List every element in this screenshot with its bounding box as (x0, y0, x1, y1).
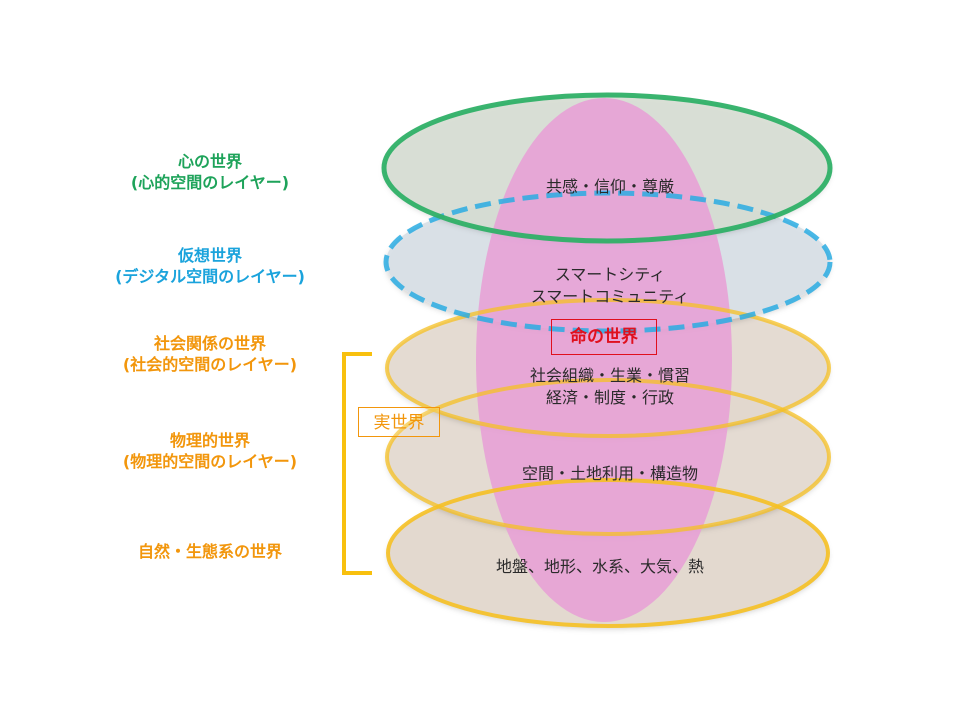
layer-text-line: 地盤、地形、水系、大気、熱 (495, 557, 704, 576)
side-label-physical-subtitle: (物理的空間のレイヤー) (122, 452, 298, 471)
side-label-virtual-subtitle: (デジタル空間のレイヤー) (115, 267, 305, 286)
side-label-mind-title: 心の世界 (177, 152, 242, 171)
side-label-nature-title: 自然・生態系の世界 (137, 542, 282, 561)
side-label-physical: 物理的世界 (物理的空間のレイヤー) (90, 430, 330, 472)
layer-text-line: スマートコミュニティ (530, 287, 690, 306)
life-world-ellipse (476, 98, 732, 622)
mind-layer-outline (381, 92, 833, 244)
side-label-social-subtitle: (社会的空間のレイヤー) (122, 355, 298, 374)
layer-text-virtual: スマートシティ スマートコミュニティ (450, 264, 770, 308)
side-label-mind: 心の世界 (心的空間のレイヤー) (90, 151, 330, 193)
social-layer-outline (385, 298, 831, 438)
physical-layer-outline (385, 378, 831, 536)
side-label-nature: 自然・生態系の世界 (90, 541, 330, 562)
layer-text-nature: 地盤、地形、水系、大気、熱 (430, 556, 770, 578)
layer-text-social: 社会組織・生業・慣習 経済・制度・行政 (450, 365, 770, 409)
side-label-virtual: 仮想世界 (デジタル空間のレイヤー) (75, 245, 345, 287)
virtual-layer-outline (383, 190, 833, 334)
nature-layer-outline (386, 478, 830, 628)
real-world-bracket (342, 352, 372, 575)
layer-text-physical: 空間・土地利用・構造物 (450, 463, 770, 485)
side-label-social: 社会関係の世界 (社会的空間のレイヤー) (90, 333, 330, 375)
layer-text-mind: 共感・信仰・尊厳 (450, 176, 770, 198)
side-label-mind-subtitle: (心的空間のレイヤー) (130, 173, 290, 192)
layer-text-line: 社会組織・生業・慣習 (529, 366, 690, 385)
layer-text-line: スマートシティ (554, 265, 666, 284)
layer-text-line: 経済・制度・行政 (545, 388, 674, 407)
side-label-physical-title: 物理的世界 (169, 431, 250, 450)
real-world-label: 実世界 (358, 407, 440, 437)
side-label-social-title: 社会関係の世界 (153, 334, 266, 353)
layer-text-line: 共感・信仰・尊厳 (545, 177, 674, 196)
side-label-virtual-title: 仮想世界 (177, 246, 242, 265)
layer-text-line: 空間・土地利用・構造物 (521, 464, 698, 483)
life-world-label: 命の世界 (551, 319, 657, 355)
